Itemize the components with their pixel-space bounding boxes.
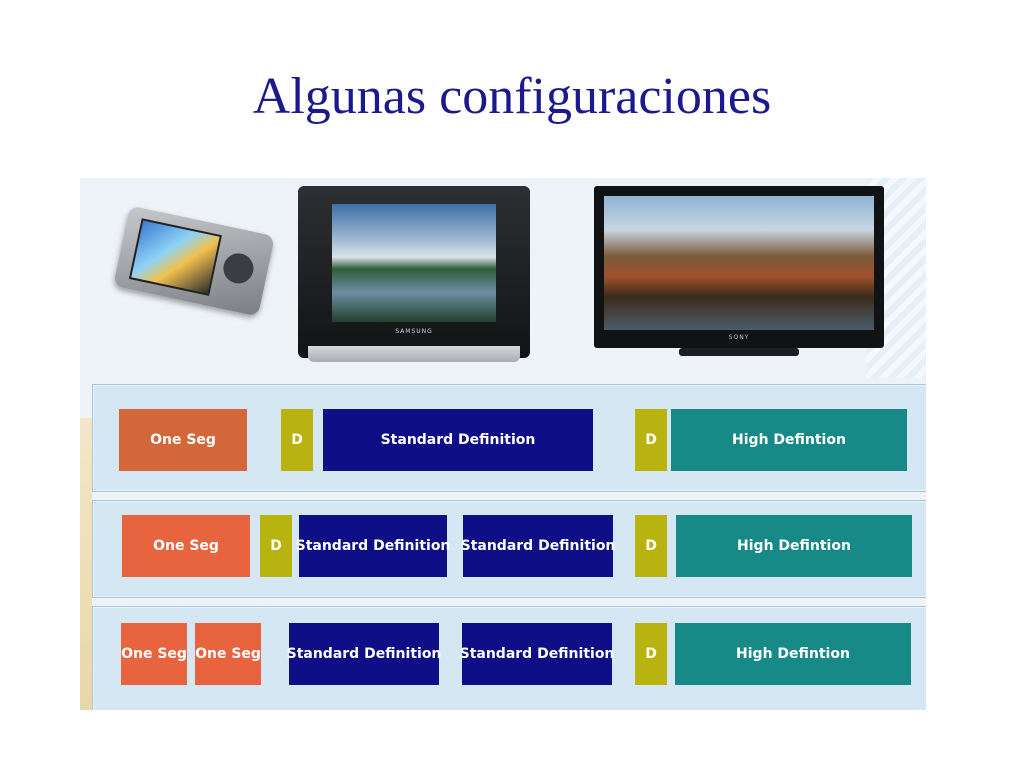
data-block: D xyxy=(635,623,667,685)
standard-definition-block: Standard Definition xyxy=(323,409,593,471)
one-seg-block: One Seg xyxy=(119,409,247,471)
slide-title: Algunas configuraciones xyxy=(252,68,772,125)
handheld-device-image xyxy=(113,205,275,317)
crt-tv-brand-logo: SAMSUNG xyxy=(395,328,433,335)
standard-definition-block: Standard Definition xyxy=(460,623,614,685)
one-seg-block: One Seg xyxy=(195,623,261,685)
data-block: D xyxy=(635,515,667,577)
configurations-figure: SAMSUNG SONY One Seg D Standard Definiti… xyxy=(80,178,926,710)
flat-panel-tv-image: SONY xyxy=(594,186,884,358)
configuration-row-1: One Seg D Standard Definition D High Def… xyxy=(92,384,926,492)
data-block: D xyxy=(260,515,292,577)
flat-panel-tv-screen xyxy=(604,196,874,330)
configuration-row-3: One Seg One Seg Standard Definition Stan… xyxy=(92,606,926,710)
data-block: D xyxy=(281,409,313,471)
one-seg-block: One Seg xyxy=(122,515,250,577)
high-definition-block: High Defintion xyxy=(675,623,911,685)
standard-definition-block: Standard Definition xyxy=(287,623,441,685)
decorative-strip xyxy=(80,418,92,710)
one-seg-block: One Seg xyxy=(121,623,187,685)
crt-tv-image: SAMSUNG xyxy=(298,186,530,362)
crt-tv-screen xyxy=(332,204,496,322)
standard-definition-block: Standard Definition xyxy=(461,515,615,577)
crt-tv-base xyxy=(308,346,520,362)
devices-row: SAMSUNG SONY xyxy=(80,178,926,383)
handheld-screen xyxy=(128,218,222,296)
standard-definition-block: Standard Definition xyxy=(296,515,450,577)
high-definition-block: High Defintion xyxy=(676,515,912,577)
dpad-icon xyxy=(220,250,257,287)
flat-panel-tv-brand-logo: SONY xyxy=(728,334,750,341)
flat-panel-tv-stand xyxy=(679,348,799,356)
high-definition-block: High Defintion xyxy=(671,409,907,471)
configuration-row-2: One Seg D Standard Definition Standard D… xyxy=(92,500,926,598)
data-block: D xyxy=(635,409,667,471)
